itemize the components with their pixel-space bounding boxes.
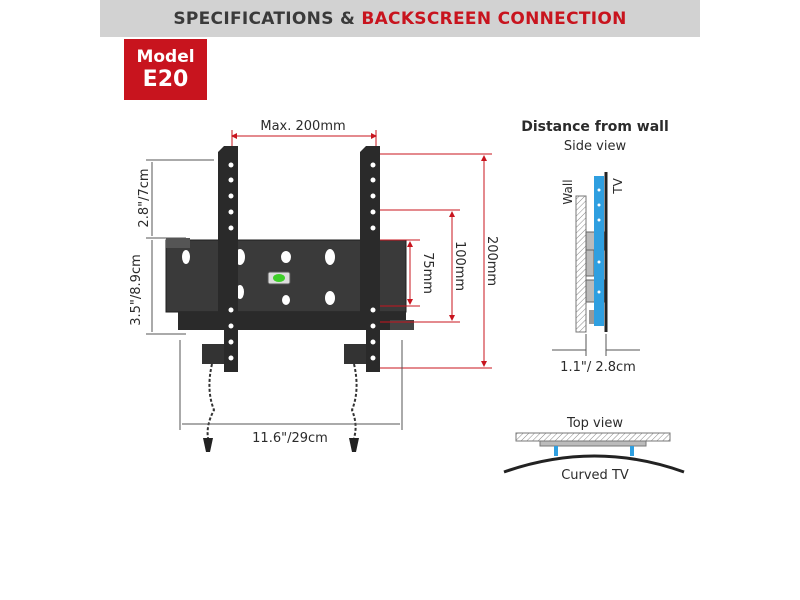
red-dimension-lines: [231, 130, 492, 369]
gray-dimension-lines: [146, 159, 403, 430]
top-view-title: Top view: [566, 416, 623, 431]
page-header: SPECIFICATIONS & BACKSCREEN CONNECTION: [100, 0, 700, 37]
total-width-label: 11.6"/29cm: [252, 431, 328, 446]
model-label: Model: [136, 46, 195, 67]
wall-bracket-illustration: [165, 146, 414, 452]
wall-label: Wall: [561, 179, 575, 204]
vesa-100-label: 100mm: [452, 241, 467, 291]
header-title-part2: BACKSCREEN CONNECTION: [361, 8, 627, 29]
model-badge: Model E20: [124, 39, 207, 100]
vesa-75-label: 75mm: [420, 252, 435, 294]
side-view-subtitle: Side view: [564, 139, 627, 154]
height-lower-label: 3.5"/8.9cm: [129, 254, 144, 326]
vesa-200-label: 200mm: [484, 236, 499, 286]
model-name: E20: [142, 66, 189, 92]
tv-label: TV: [611, 177, 625, 194]
curved-tv-label: Curved TV: [561, 468, 629, 483]
distance-label: 1.1"/ 2.8cm: [560, 360, 636, 375]
side-view-title: Distance from wall: [521, 119, 669, 135]
height-upper-label: 2.8"/7cm: [137, 168, 152, 227]
header-title-part1: SPECIFICATIONS &: [173, 8, 356, 29]
max-width-label: Max. 200mm: [260, 119, 345, 134]
side-view-diagram: Distance from wall Side view Wall TV 1.1…: [521, 119, 669, 375]
top-view-diagram: Top view Curved TV: [503, 416, 685, 483]
